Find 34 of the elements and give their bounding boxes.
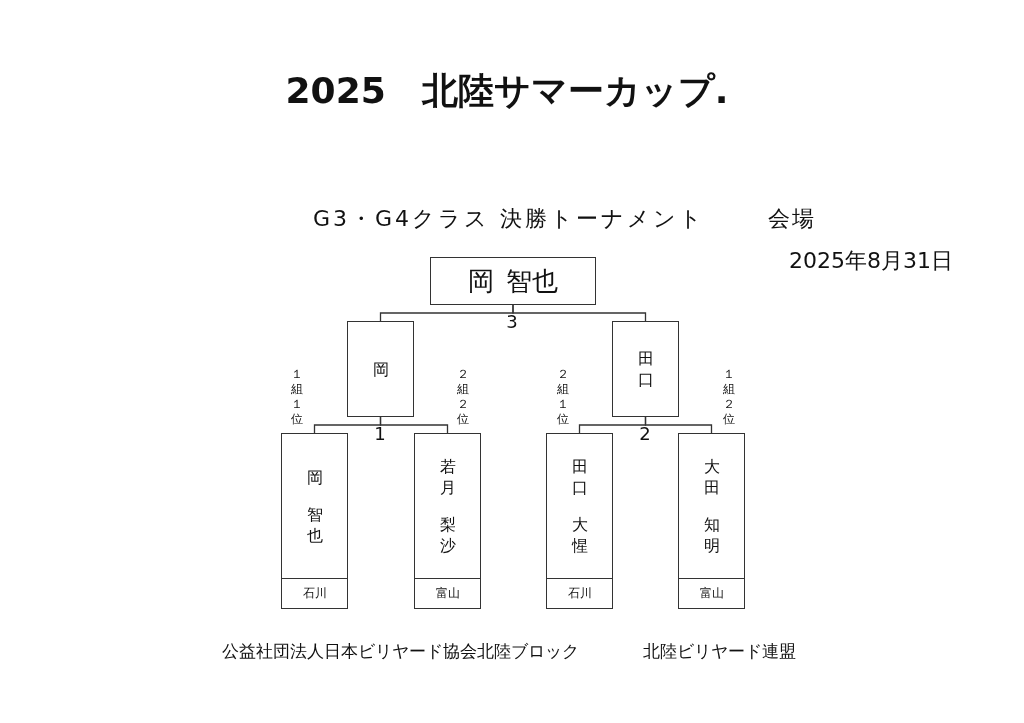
group-rank-label: ２組１位 — [556, 367, 570, 427]
winner-box — [430, 257, 596, 305]
prefecture-label: 富山 — [679, 578, 744, 608]
player-box — [678, 433, 745, 609]
organizer-name: 北陸ビリヤード連盟 — [643, 642, 796, 662]
player-name: 田口大惺 — [570, 456, 589, 556]
subtitle: G3・G4クラス 決勝トーナメント — [313, 206, 706, 232]
prefecture-label: 富山 — [415, 578, 480, 608]
prefecture-label: 石川 — [282, 578, 347, 608]
semifinal-box — [612, 321, 679, 417]
semifinal-box — [347, 321, 414, 417]
group-rank-label: １組２位 — [722, 367, 736, 427]
group-rank-label: １組１位 — [290, 367, 304, 427]
player-box — [546, 433, 613, 609]
bracket-line — [644, 416, 713, 434]
prefecture-label: 石川 — [547, 578, 612, 608]
group-rank-label: ２組２位 — [456, 367, 470, 427]
event-date: 2025年8月31日 — [789, 248, 953, 274]
match-number: 1 — [374, 424, 386, 445]
winner-name: 岡 智也 — [467, 264, 559, 298]
bracket-line — [379, 416, 449, 434]
player-box — [414, 433, 481, 609]
match-number: 2 — [639, 424, 651, 445]
venue-label: 会場 — [768, 206, 816, 232]
match-number: 3 — [506, 312, 518, 333]
bracket-line — [512, 304, 647, 322]
player-box — [281, 433, 348, 609]
player-name: 若月梨沙 — [438, 456, 457, 556]
player-name: 大田知明 — [702, 456, 721, 556]
title: 2025 北陸サマーカップ. — [285, 70, 729, 112]
semifinal-name: 岡 — [371, 358, 390, 380]
organizer-name: 公益社団法人日本ビリヤード協会北陸ブロック — [222, 642, 579, 662]
player-name: 岡智也 — [305, 466, 324, 546]
semifinal-name: 田口 — [636, 348, 655, 390]
